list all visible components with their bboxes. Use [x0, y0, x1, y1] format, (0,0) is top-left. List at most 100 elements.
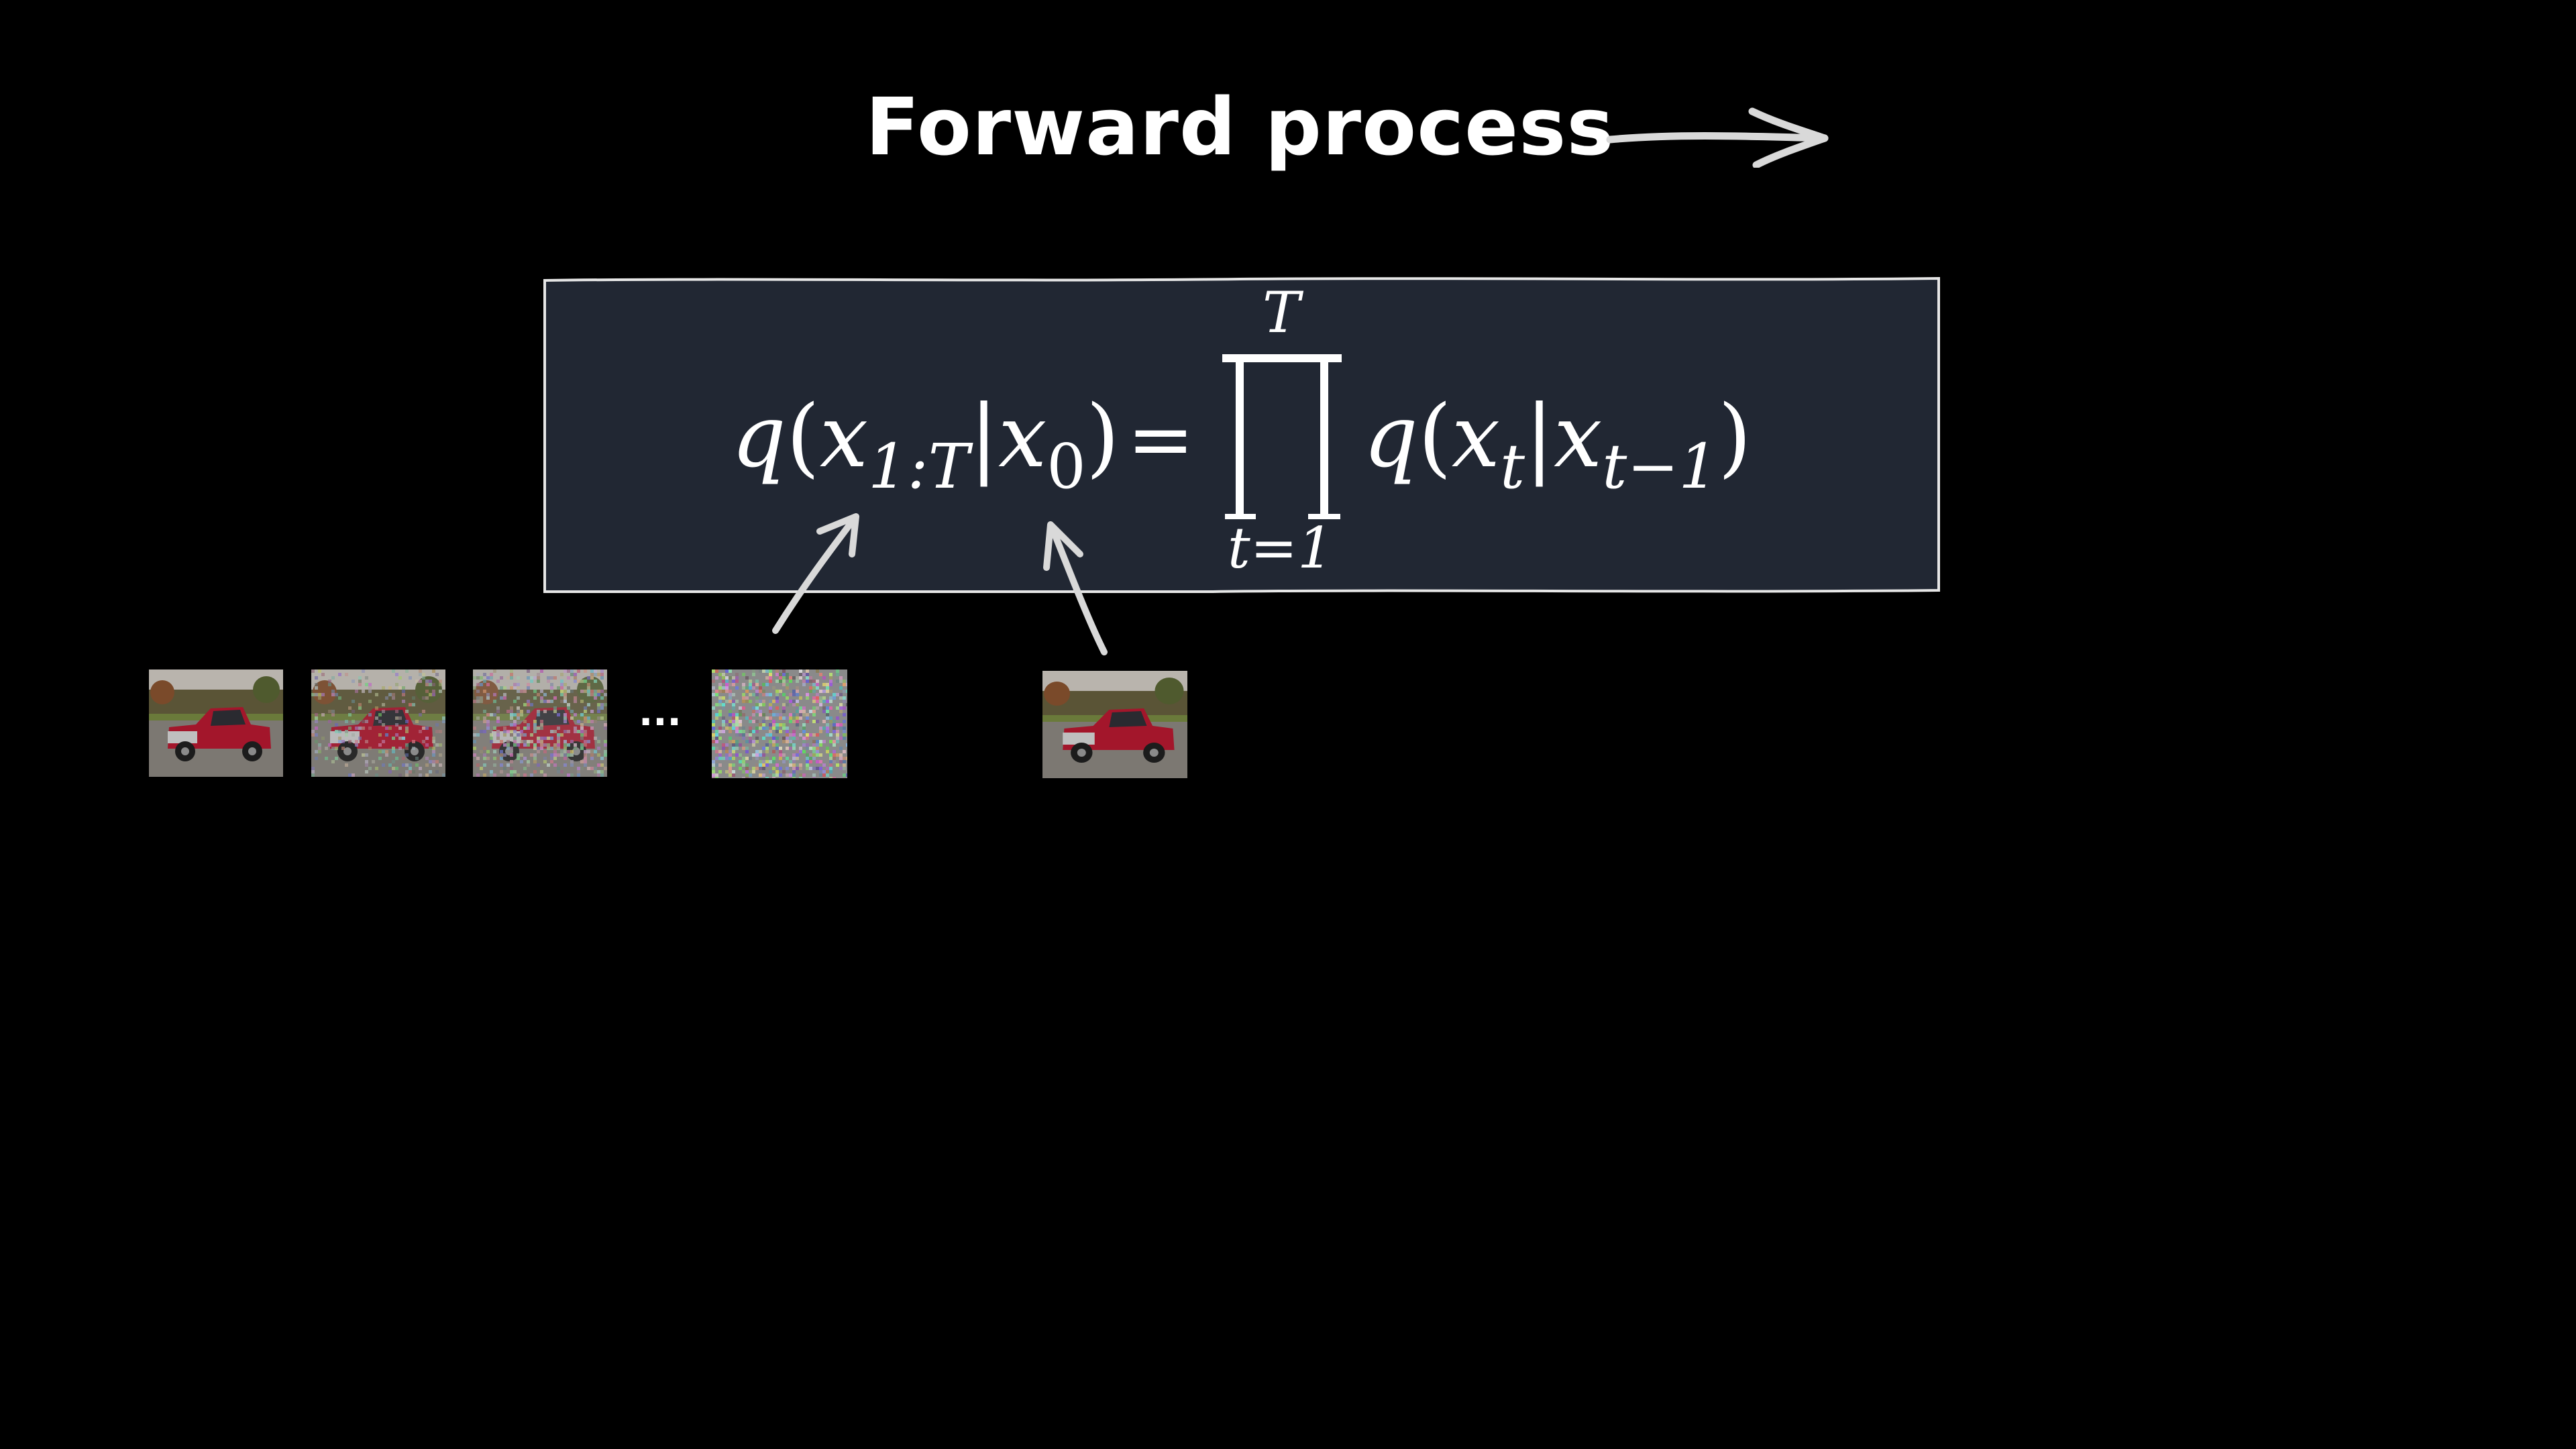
noise-pixel: [587, 676, 590, 680]
noise-pixel: [819, 673, 822, 676]
noise-pixel: [779, 723, 782, 727]
noise-pixel: [833, 740, 836, 743]
noise-pixel: [802, 727, 806, 730]
noise-pixel: [712, 723, 715, 727]
noise-pixel: [826, 773, 829, 777]
noise-pixel: [577, 773, 580, 777]
noise-pixel: [352, 710, 355, 713]
noise-pixel: [843, 727, 846, 730]
noise-pixel: [826, 706, 829, 710]
noise-pixel: [729, 693, 732, 696]
noise-pixel: [490, 676, 493, 680]
thumbnail-step-2: [473, 669, 607, 777]
noise-pixel: [775, 669, 779, 673]
noise-pixel: [537, 740, 540, 743]
noise-pixel: [759, 753, 762, 757]
noise-pixel: [839, 693, 843, 696]
noise-pixel: [580, 733, 584, 737]
noise-pixel: [415, 720, 419, 723]
noise-pixel: [584, 753, 587, 757]
noise-pixel: [809, 760, 812, 763]
noise-pixel: [395, 710, 398, 713]
noise-pixel: [506, 763, 510, 767]
noise-pixel: [712, 727, 715, 730]
noise-pixel: [843, 696, 846, 700]
noise-pixel: [782, 676, 786, 680]
noise-pixel: [739, 706, 742, 710]
noise-pixel: [722, 686, 725, 690]
noise-pixel: [826, 713, 829, 716]
noise-pixel: [772, 767, 775, 770]
noise-pixel: [729, 723, 732, 727]
noise-pixel: [335, 723, 338, 727]
noise-pixel: [819, 770, 822, 773]
noise-pixel: [600, 676, 604, 680]
noise-pixel: [604, 723, 607, 727]
noise-pixel: [513, 730, 517, 733]
noise-pixel: [729, 737, 732, 740]
noise-pixel: [493, 763, 496, 767]
noise-pixel: [806, 673, 809, 676]
noise-pixel: [769, 770, 772, 773]
noise-pixel: [510, 713, 513, 716]
noise-pixel: [564, 747, 567, 750]
noise-pixel: [422, 676, 425, 680]
noise-pixel: [775, 737, 779, 740]
noise-pixel: [550, 676, 553, 680]
noise-pixel: [584, 763, 587, 767]
noise-pixel: [755, 730, 759, 733]
noise-pixel: [553, 710, 557, 713]
noise-pixel: [510, 753, 513, 757]
noise-pixel: [405, 727, 409, 730]
noise-pixel: [786, 723, 789, 727]
noise-pixel: [739, 743, 742, 747]
noise-pixel: [735, 700, 739, 703]
noise-pixel: [395, 683, 398, 686]
noise-pixel: [564, 750, 567, 753]
noise-pixel: [490, 740, 493, 743]
noise-pixel: [839, 696, 843, 700]
noise-pixel: [553, 753, 557, 757]
noise-pixel: [540, 696, 543, 700]
noise-pixel: [839, 753, 843, 757]
noise-pixel: [405, 730, 409, 733]
noise-pixel: [537, 713, 540, 716]
noise-pixel: [590, 693, 594, 696]
noise-pixel: [365, 760, 368, 763]
noise-pixel: [843, 767, 846, 770]
noise-pixel: [718, 696, 722, 700]
noise-pixel: [486, 757, 490, 760]
noise-pixel: [533, 720, 537, 723]
noise-pixel: [769, 700, 772, 703]
noise-pixel: [843, 760, 846, 763]
noise-pixel: [318, 696, 321, 700]
noise-pixel: [402, 757, 405, 760]
noise-pixel: [331, 676, 335, 680]
noise-pixel: [769, 730, 772, 733]
noise-pixel: [564, 757, 567, 760]
noise-pixel: [530, 676, 533, 680]
noise-pixel: [513, 720, 517, 723]
noise-pixel: [473, 753, 476, 757]
noise-pixel: [765, 727, 769, 730]
noise-pixel: [537, 710, 540, 713]
noise-pixel: [752, 669, 755, 673]
noise-pixel: [590, 676, 594, 680]
noise-pixel: [365, 720, 368, 723]
noise-pixel: [483, 747, 486, 750]
noise-pixel: [779, 690, 782, 693]
noise-pixel: [796, 753, 799, 757]
noise-pixel: [826, 683, 829, 686]
noise-pixel: [382, 763, 385, 767]
noise-pixel: [341, 747, 345, 750]
noise-pixel: [792, 693, 796, 696]
noise-pixel: [796, 706, 799, 710]
noise-pixel: [600, 770, 604, 773]
noise-pixel: [812, 696, 816, 700]
noise-pixel: [402, 737, 405, 740]
noise-pixel: [769, 676, 772, 680]
noise-pixel: [537, 680, 540, 683]
noise-pixel: [718, 730, 722, 733]
truck-scene: [149, 669, 283, 777]
noise-pixel: [732, 723, 735, 727]
